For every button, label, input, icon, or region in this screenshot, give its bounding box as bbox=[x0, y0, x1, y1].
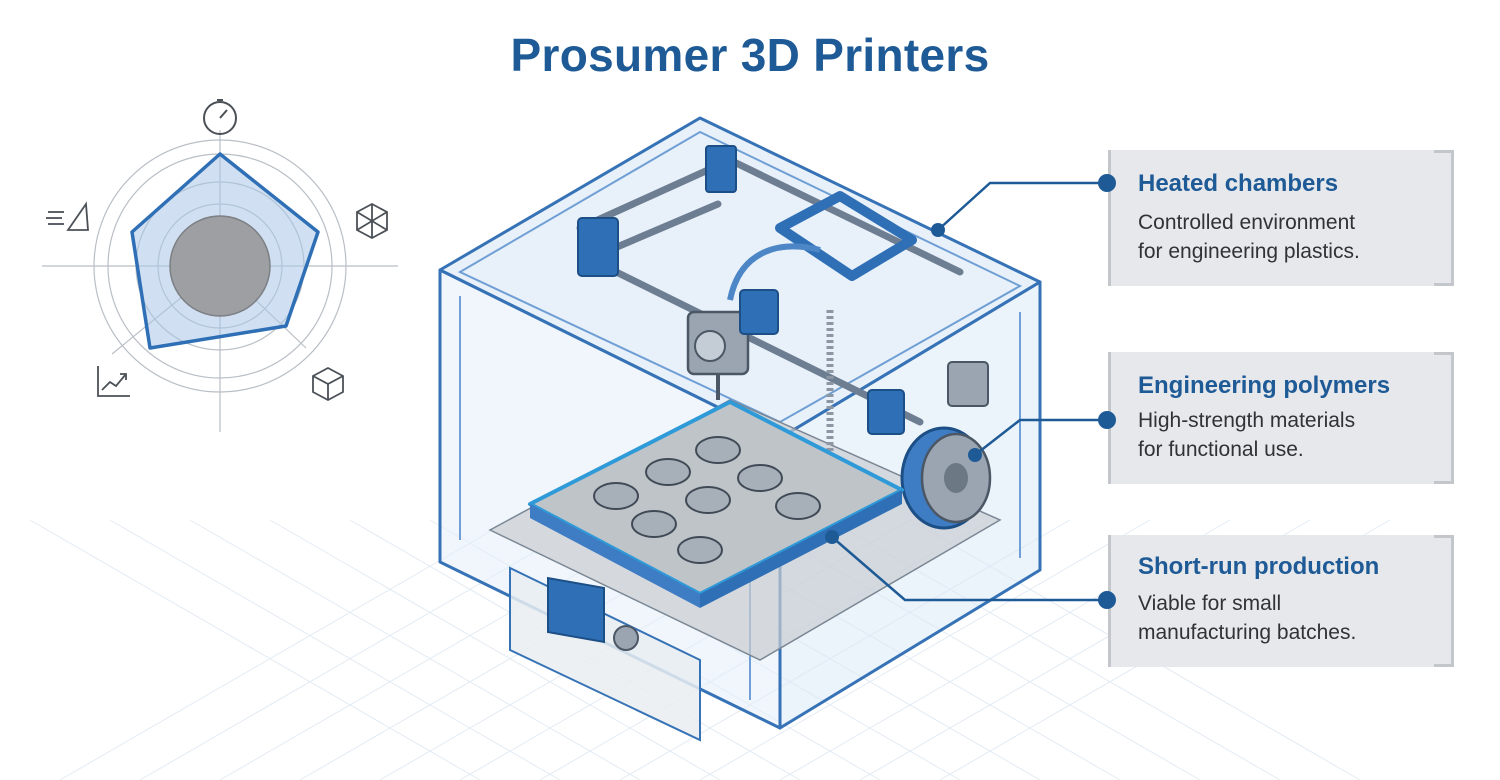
callout-description: Viable for small manufacturing batches. bbox=[1138, 592, 1357, 644]
callout-card-short-run-production: Short-run production Viable for small ma… bbox=[1108, 535, 1454, 667]
cube-wireframe-icon bbox=[356, 202, 388, 240]
radar-chart bbox=[42, 99, 398, 432]
control-screen bbox=[547, 576, 605, 644]
callout-heading: Heated chambers bbox=[1138, 170, 1339, 197]
radar-center-disc bbox=[169, 215, 271, 317]
callout-card-heated-chambers: Heated chambers Controlled environment f… bbox=[1108, 150, 1454, 286]
filament-spool bbox=[900, 426, 992, 530]
control-knob bbox=[613, 625, 639, 651]
callout-marker bbox=[1098, 174, 1116, 192]
page-title: Prosumer 3D Printers bbox=[510, 29, 990, 81]
callout-description: Controlled environment for engineering p… bbox=[1138, 211, 1360, 263]
callout-card-engineering-polymers: Engineering polymers High-strength mater… bbox=[1108, 352, 1454, 484]
speed-ruler-icon bbox=[46, 201, 89, 231]
callout-marker bbox=[1098, 411, 1116, 429]
callout-description: High-strength materials for functional u… bbox=[1138, 409, 1356, 461]
callout-heading: Short-run production bbox=[1138, 553, 1380, 580]
printer-illustration bbox=[438, 116, 1042, 742]
callout-marker bbox=[1098, 591, 1116, 609]
callout-heading: Engineering polymers bbox=[1138, 372, 1391, 399]
trend-chart-icon bbox=[97, 366, 130, 397]
gauge-icon bbox=[203, 99, 237, 135]
box-icon bbox=[312, 366, 344, 402]
